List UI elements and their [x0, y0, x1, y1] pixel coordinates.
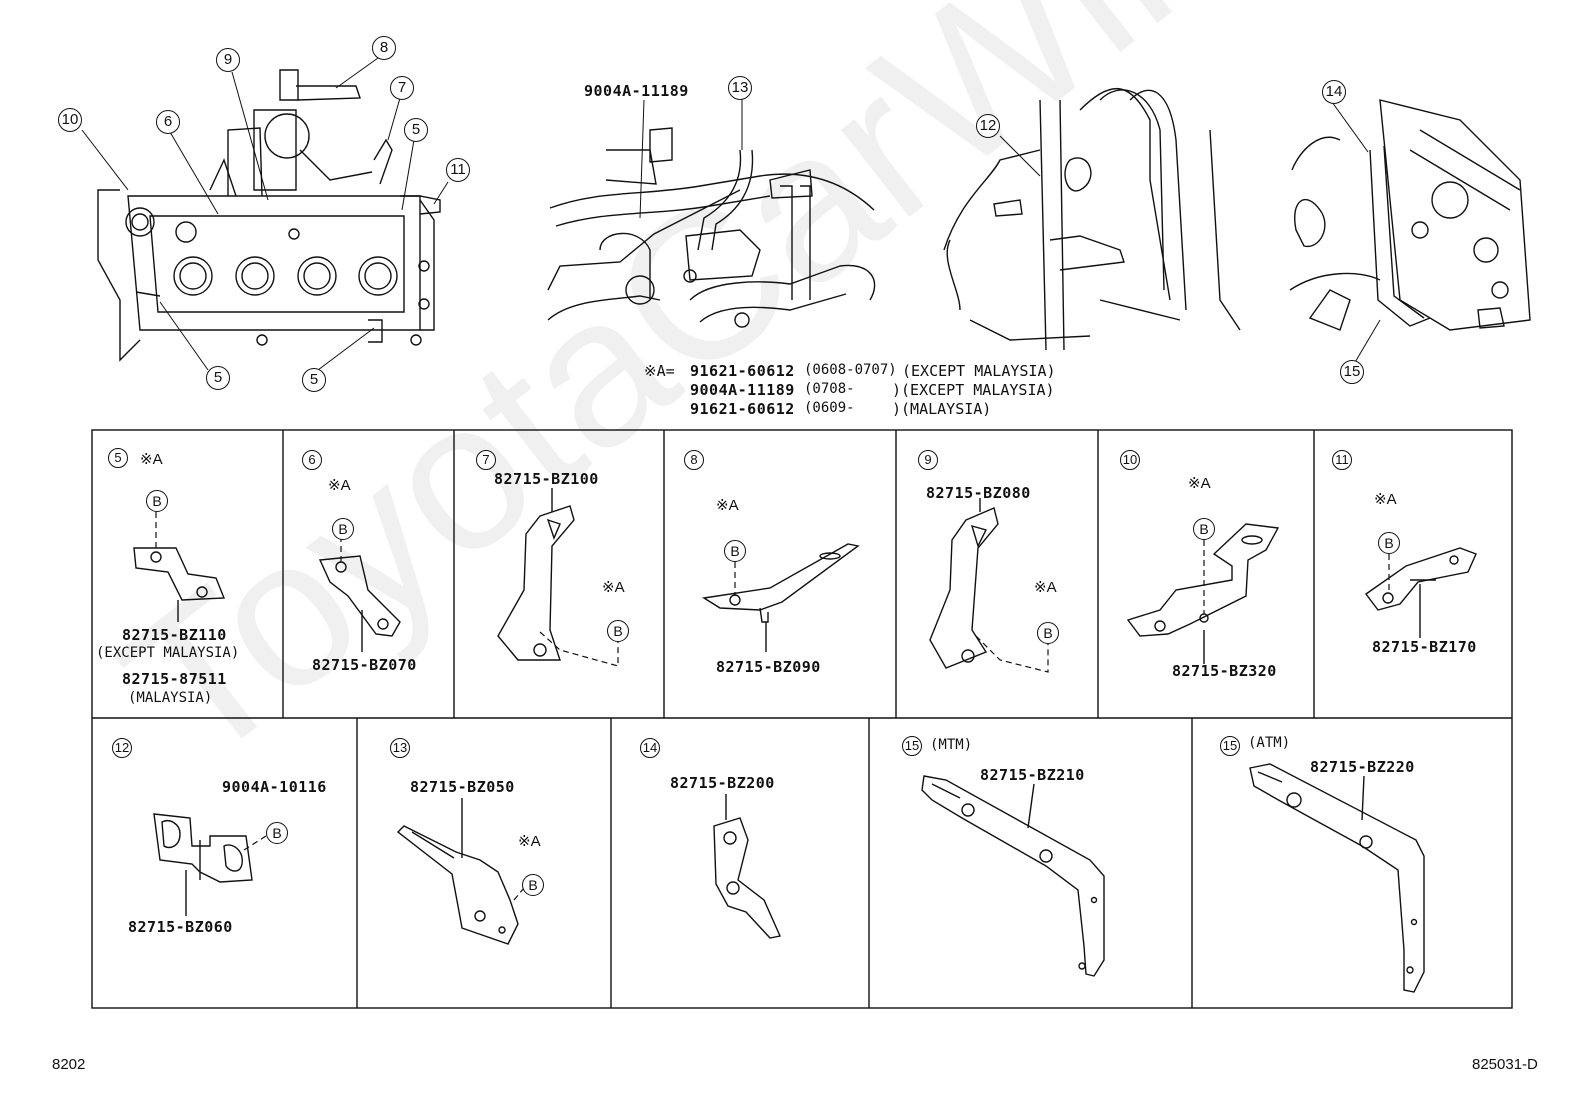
- callout-6: 6: [156, 110, 180, 134]
- callout-5: 5: [404, 118, 428, 142]
- note-a-part-2: 9004A-11189: [690, 381, 795, 399]
- cell-9-xa: ※A: [1034, 579, 1057, 596]
- callout-11: 11: [446, 158, 470, 182]
- note-a-range-3: (0609-: [804, 400, 855, 416]
- cell-8-xa: ※A: [716, 497, 739, 514]
- cell-12-number: 12: [112, 738, 132, 758]
- note-a-prefix: ※A=: [644, 362, 675, 380]
- cell-9-b: B: [1037, 622, 1059, 644]
- cell-15-mtm-number: 15: [902, 736, 922, 756]
- note-a-region-1: (EXCEPT MALAYSIA): [902, 362, 1056, 380]
- callout-9: 9: [216, 48, 240, 72]
- cell-11-number: 11: [1332, 450, 1352, 470]
- cell-5-number: 5: [108, 448, 128, 468]
- engine-head-illustration: [81, 57, 1531, 371]
- callout-15: 15: [1340, 360, 1364, 384]
- cell-5-b: B: [146, 490, 168, 512]
- note-a-part-3: 91621-60612: [690, 400, 795, 418]
- cell-7-xa: ※A: [602, 579, 625, 596]
- cell-9-number: 9: [918, 450, 938, 470]
- cell-12-bolt: 9004A-10116: [222, 778, 327, 796]
- cell-13-b: B: [522, 874, 544, 896]
- note-a-part-1: 91621-60612: [690, 362, 795, 380]
- cell-10-number: 10: [1120, 450, 1140, 470]
- cell-15-atm-variant: (ATM): [1248, 735, 1291, 751]
- callout-7: 7: [390, 76, 414, 100]
- cell-9-part: 82715-BZ080: [926, 484, 1031, 502]
- callout-5: 5: [302, 368, 326, 392]
- cell-15-atm-number: 15: [1220, 736, 1240, 756]
- cell-5-xa: ※A: [140, 451, 163, 468]
- cell-11-xa: ※A: [1374, 491, 1397, 508]
- cell-7-b: B: [607, 620, 629, 642]
- callout-5: 5: [206, 366, 230, 390]
- note-a-region-2: )(EXCEPT MALAYSIA): [892, 381, 1055, 399]
- cell-6-number: 6: [302, 450, 322, 470]
- callout-12: 12: [976, 114, 1000, 138]
- cell-6-part: 82715-BZ070: [312, 656, 417, 674]
- cell-13-number: 13: [390, 738, 410, 758]
- cell-10-part: 82715-BZ320: [1172, 662, 1277, 680]
- cell-6-xa: ※A: [328, 477, 351, 494]
- note-a-region-3: )(MALAYSIA): [892, 400, 992, 418]
- cell-6-b: B: [332, 518, 354, 540]
- cell-13-xa: ※A: [518, 833, 541, 850]
- note-a-range-2: (0708-: [804, 381, 855, 397]
- cell-15-mtm-variant: (MTM): [930, 737, 973, 753]
- note-a-range-1: (0608-0707): [804, 362, 897, 378]
- callout-8: 8: [372, 36, 396, 60]
- cell-8-number: 8: [684, 450, 704, 470]
- cell-5-part-1: 82715-BZ110: [122, 626, 227, 644]
- cell-7-part: 82715-BZ100: [494, 470, 599, 488]
- cell-8-b: B: [724, 540, 746, 562]
- callout-14: 14: [1322, 80, 1346, 104]
- footer-left-code: 8202: [52, 1056, 86, 1073]
- cell-15-mtm-part: 82715-BZ210: [980, 766, 1085, 784]
- cell-7-number: 7: [476, 450, 496, 470]
- cell-11-part: 82715-BZ170: [1372, 638, 1477, 656]
- cell-10-xa: ※A: [1188, 475, 1211, 492]
- cell-12-part: 82715-BZ060: [128, 918, 233, 936]
- cell-8-part: 82715-BZ090: [716, 658, 821, 676]
- cell-10-b: B: [1193, 518, 1215, 540]
- middle-bolt-label: 9004A-11189: [584, 82, 689, 100]
- cell-14-part: 82715-BZ200: [670, 774, 775, 792]
- callout-10: 10: [58, 108, 82, 132]
- callout-13: 13: [728, 76, 752, 100]
- cell-11-b: B: [1378, 532, 1400, 554]
- cell-5-part-2: 82715-87511: [122, 670, 227, 688]
- cell-13-part: 82715-BZ050: [410, 778, 515, 796]
- cell-5-note-1: (EXCEPT MALAYSIA): [96, 645, 240, 661]
- cell-12-b: B: [266, 822, 288, 844]
- footer-right-code: 825031-D: [1472, 1056, 1538, 1073]
- cell-14-number: 14: [640, 738, 660, 758]
- cell-15-atm-part: 82715-BZ220: [1310, 758, 1415, 776]
- cell-5-note-2: (MALAYSIA): [128, 690, 213, 706]
